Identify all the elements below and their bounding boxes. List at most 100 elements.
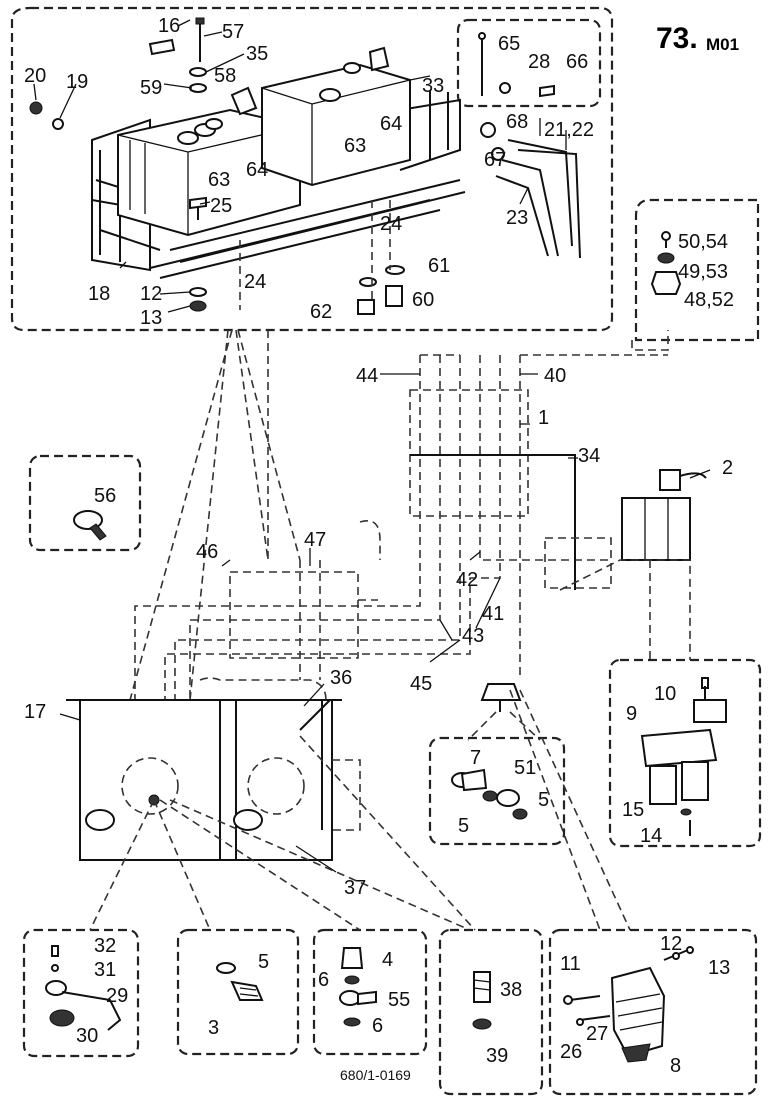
- callout-39: 39: [486, 1045, 508, 1067]
- plug-parts-drawing: [216, 962, 264, 1001]
- callout-49-53: 49,53: [678, 261, 728, 283]
- fuel-lines-drawing: [129, 329, 707, 780]
- tank-assembly-drawing: [29, 17, 581, 315]
- group-box-bolts: [634, 198, 760, 342]
- leader-lines: [33, 19, 711, 873]
- group-box-tanks: [10, 6, 614, 332]
- callout-64b: 64: [380, 113, 402, 135]
- callout-25: 25: [210, 195, 232, 217]
- callout-35: 35: [246, 43, 268, 65]
- fuel-tank-drawing: [66, 677, 476, 931]
- callout-7: 7: [470, 747, 481, 769]
- page-suffix: M01: [706, 35, 739, 54]
- drawing-code: 680/1-0169: [340, 1067, 411, 1083]
- callout-21-22: 21,22: [544, 119, 594, 141]
- callout-10: 10: [654, 683, 676, 705]
- callout-42: 42: [456, 569, 478, 591]
- bolts-parts-drawing: [650, 231, 682, 295]
- union-parts-drawing: [339, 947, 377, 1027]
- group-box-plug: [176, 928, 300, 1056]
- callout-24a: 24: [244, 271, 266, 293]
- callout-33: 33: [422, 75, 444, 97]
- callout-11: 11: [560, 953, 581, 975]
- callout-5a: 5: [538, 789, 549, 811]
- callout-65: 65: [498, 33, 520, 55]
- callout-27: 27: [586, 1023, 608, 1045]
- callout-62: 62: [310, 301, 332, 323]
- callout-24b: 24: [380, 213, 402, 235]
- callout-45: 45: [410, 673, 432, 695]
- callout-46: 46: [196, 541, 218, 563]
- callout-3: 3: [208, 1017, 219, 1039]
- callout-13b: 13: [708, 957, 730, 979]
- group-box-separator: [608, 658, 762, 848]
- group-box-small-parts: [456, 18, 602, 108]
- callout-14: 14: [640, 825, 662, 847]
- hose-clamp-drawing: [73, 510, 107, 541]
- callout-41: 41: [482, 603, 504, 625]
- callout-23: 23: [506, 207, 528, 229]
- callout-18: 18: [88, 283, 110, 305]
- callout-17: 17: [24, 701, 46, 723]
- callout-8: 8: [670, 1055, 681, 1077]
- callout-4: 4: [382, 949, 393, 971]
- separator-parts-drawing: [640, 677, 727, 836]
- filter-parts-drawing: [451, 683, 541, 820]
- callout-2: 2: [722, 457, 733, 479]
- callout-32: 32: [94, 935, 116, 957]
- group-box-union: [312, 928, 428, 1056]
- callout-12a: 12: [140, 283, 162, 305]
- banjo-parts-drawing: [472, 971, 492, 1030]
- callout-20: 20: [24, 65, 46, 87]
- callout-36: 36: [330, 667, 352, 689]
- callout-19: 19: [66, 71, 88, 93]
- callout-6b: 6: [372, 1015, 383, 1037]
- callout-37: 37: [344, 877, 366, 899]
- callout-57: 57: [222, 21, 244, 43]
- callout-59: 59: [140, 77, 162, 99]
- callout-64a: 64: [246, 159, 268, 181]
- callout-16: 16: [158, 15, 180, 37]
- callout-5b: 5: [458, 815, 469, 837]
- callout-1: 1: [538, 407, 549, 429]
- callout-58: 58: [214, 65, 236, 87]
- callout-26: 26: [560, 1041, 582, 1063]
- group-box-filter: [428, 736, 566, 846]
- callout-29: 29: [106, 985, 128, 1007]
- callout-51: 51: [514, 757, 536, 779]
- pump-parts-drawing: [509, 689, 694, 1063]
- callout-38: 38: [500, 979, 522, 1001]
- group-box-pump: [548, 928, 758, 1096]
- callout-34: 34: [578, 445, 600, 467]
- callout-63a: 63: [208, 169, 230, 191]
- callout-47: 47: [304, 529, 326, 551]
- callout-13a: 13: [140, 307, 162, 329]
- callout-40: 40: [544, 365, 566, 387]
- callout-6a: 6: [318, 969, 329, 991]
- page-number: 73.: [656, 22, 698, 55]
- callout-61: 61: [428, 255, 450, 277]
- callout-67: 67: [484, 149, 506, 171]
- callout-55: 55: [388, 989, 410, 1011]
- group-box-banjo: [438, 928, 544, 1096]
- callout-63b: 63: [344, 135, 366, 157]
- callout-43: 43: [462, 625, 484, 647]
- callout-31: 31: [94, 959, 116, 981]
- callout-15: 15: [622, 799, 644, 821]
- callout-30: 30: [76, 1025, 98, 1047]
- callout-9: 9: [626, 703, 637, 725]
- callout-28: 28: [528, 51, 550, 73]
- callout-56: 56: [94, 485, 116, 507]
- callout-60: 60: [412, 289, 434, 311]
- callout-5c: 5: [258, 951, 269, 973]
- callout-50-54: 50,54: [678, 231, 728, 253]
- callout-12b: 12: [660, 933, 682, 955]
- drain-parts-drawing: [45, 945, 122, 1031]
- callout-44: 44: [356, 365, 378, 387]
- callout-48-52: 48,52: [684, 289, 734, 311]
- callout-66: 66: [566, 51, 588, 73]
- group-box-drain: [22, 928, 140, 1058]
- group-box-hose-clamp: [28, 454, 142, 552]
- callout-68: 68: [506, 111, 528, 133]
